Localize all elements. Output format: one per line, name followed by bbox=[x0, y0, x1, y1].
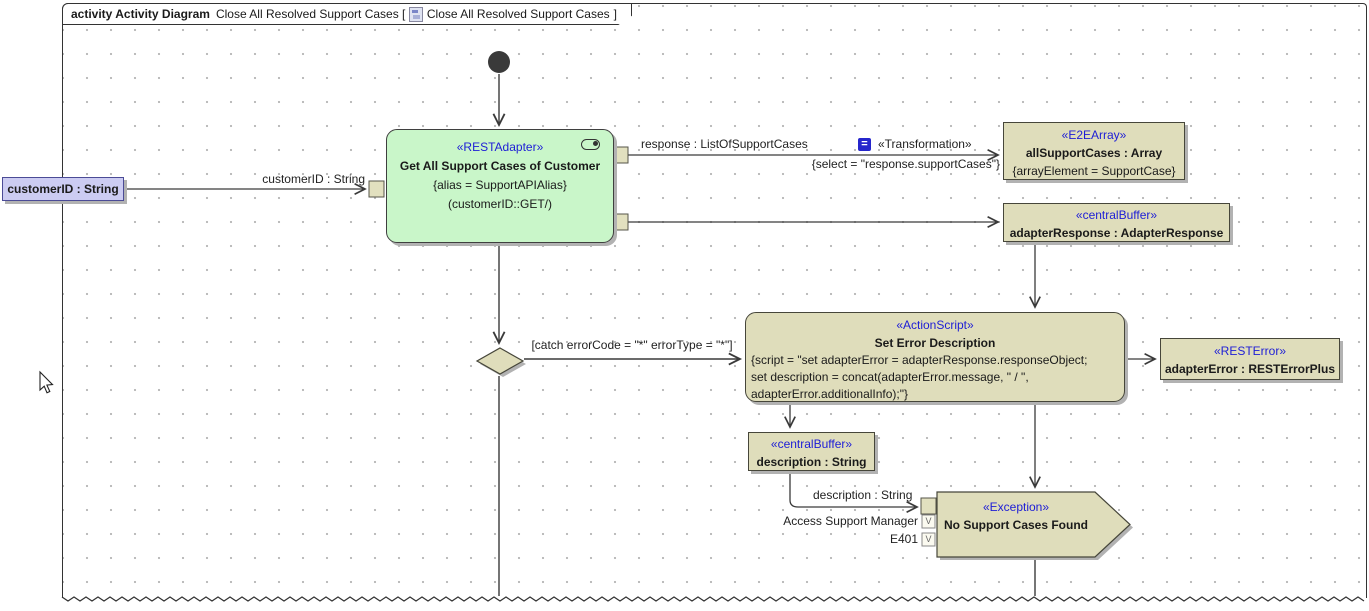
object-allsupportcases[interactable]: «E2EArray» allSupportCases : Array {arra… bbox=[1003, 122, 1185, 180]
exception-input-pin-description[interactable] bbox=[920, 497, 937, 515]
rest-adapter-alias: {alias = SupportAPIAlias} bbox=[433, 178, 567, 192]
exception-name: No Support Cases Found bbox=[944, 518, 1088, 532]
action-set-error-description[interactable]: «ActionScript» Set Error Description {sc… bbox=[745, 312, 1125, 402]
value-pin-access-support-manager[interactable] bbox=[921, 514, 936, 529]
actionscript-name: Set Error Description bbox=[874, 336, 996, 350]
transformation-icon: = bbox=[858, 138, 871, 151]
behavior-icon bbox=[581, 139, 600, 150]
description-buffer-stereotype: «centralBuffer» bbox=[770, 437, 853, 451]
e2earray-name: allSupportCases : Array bbox=[1025, 146, 1163, 160]
edge-description-to-exception[interactable] bbox=[789, 471, 917, 507]
e2earray-stereotype: «E2EArray» bbox=[1061, 128, 1127, 142]
exception-node-text: «Exception» No Support Cases Found bbox=[937, 492, 1095, 557]
value-pin-glyph-1: V bbox=[925, 516, 932, 526]
edge-label-customerid: customerID : String bbox=[262, 172, 365, 186]
rest-adapter-signature: (customerID::GET/) bbox=[447, 197, 552, 211]
value-pin-glyph-2: V bbox=[925, 534, 932, 544]
edge-label-response: response : ListOfSupportCases bbox=[641, 137, 808, 151]
mouse-cursor bbox=[39, 370, 54, 394]
exception-stereotype: «Exception» bbox=[982, 500, 1050, 514]
input-pin-customerid[interactable] bbox=[368, 180, 385, 198]
torn-bottom-edge bbox=[61, 596, 1365, 602]
frame-title-ref: Close All Resolved Support Cases bbox=[426, 7, 610, 21]
decision-node[interactable] bbox=[475, 347, 525, 375]
edge-label-catch-guard: [catch errorCode = "*" errorType = "*"] bbox=[531, 338, 733, 352]
frame-title-tab: activity Activity Diagram Close All Reso… bbox=[62, 3, 632, 25]
edge-label-transformation: «Transformation» bbox=[878, 137, 972, 151]
frame-title-suffix: ] bbox=[613, 7, 617, 21]
centralbuffer-stereotype: «centralBuffer» bbox=[1075, 208, 1158, 222]
e2earray-tag: {arrayElement = SupportCase} bbox=[1012, 164, 1176, 178]
output-pin-adapterresponse[interactable] bbox=[612, 213, 629, 231]
edge-label-description: description : String bbox=[813, 488, 913, 502]
output-pin-response[interactable] bbox=[612, 146, 629, 164]
buffer-description-name: description : String bbox=[756, 455, 867, 469]
buffer-adapterresponse[interactable]: «centralBuffer» adapterResponse : Adapte… bbox=[1003, 203, 1230, 242]
param-node-customerid[interactable]: customerID : String bbox=[2, 177, 124, 201]
resterror-name: adapterError : RESTErrorPlus bbox=[1164, 362, 1336, 376]
buffer-adapterresponse-name: adapterResponse : AdapterResponse bbox=[1009, 226, 1224, 240]
action-get-all-support-cases[interactable]: «RESTAdapter» Get All Support Cases of C… bbox=[386, 129, 614, 243]
buffer-description[interactable]: «centralBuffer» description : String bbox=[748, 432, 875, 471]
rest-adapter-stereotype: «RESTAdapter» bbox=[456, 140, 544, 154]
diagram-icon bbox=[409, 6, 423, 22]
object-adaptererror[interactable]: «RESTError» adapterError : RESTErrorPlus bbox=[1160, 338, 1340, 380]
resterror-stereotype: «RESTError» bbox=[1213, 344, 1287, 358]
script-line-1: {script = "set adapterError = adapterRes… bbox=[751, 353, 1088, 367]
edge-label-select-tag: {select = "response.supportCases"} bbox=[811, 157, 1000, 171]
pin-label-e401: E401 bbox=[889, 532, 918, 546]
pin-label-access-support-manager: Access Support Manager bbox=[783, 514, 918, 528]
activity-frame bbox=[62, 3, 1367, 598]
frame-title-text: Close All Resolved Support Cases [ bbox=[215, 7, 406, 21]
frame-title-keyword: activity Activity Diagram bbox=[71, 7, 210, 21]
rest-adapter-name: Get All Support Cases of Customer bbox=[399, 159, 601, 173]
initial-node[interactable] bbox=[488, 51, 510, 73]
script-line-3: adapterError.additionalInfo);"} bbox=[751, 387, 909, 401]
exception-node[interactable] bbox=[936, 491, 1131, 558]
value-pin-e401[interactable] bbox=[921, 532, 936, 547]
actionscript-stereotype: «ActionScript» bbox=[896, 318, 974, 332]
script-line-2: set description = concat(adapterError.me… bbox=[751, 370, 1029, 384]
